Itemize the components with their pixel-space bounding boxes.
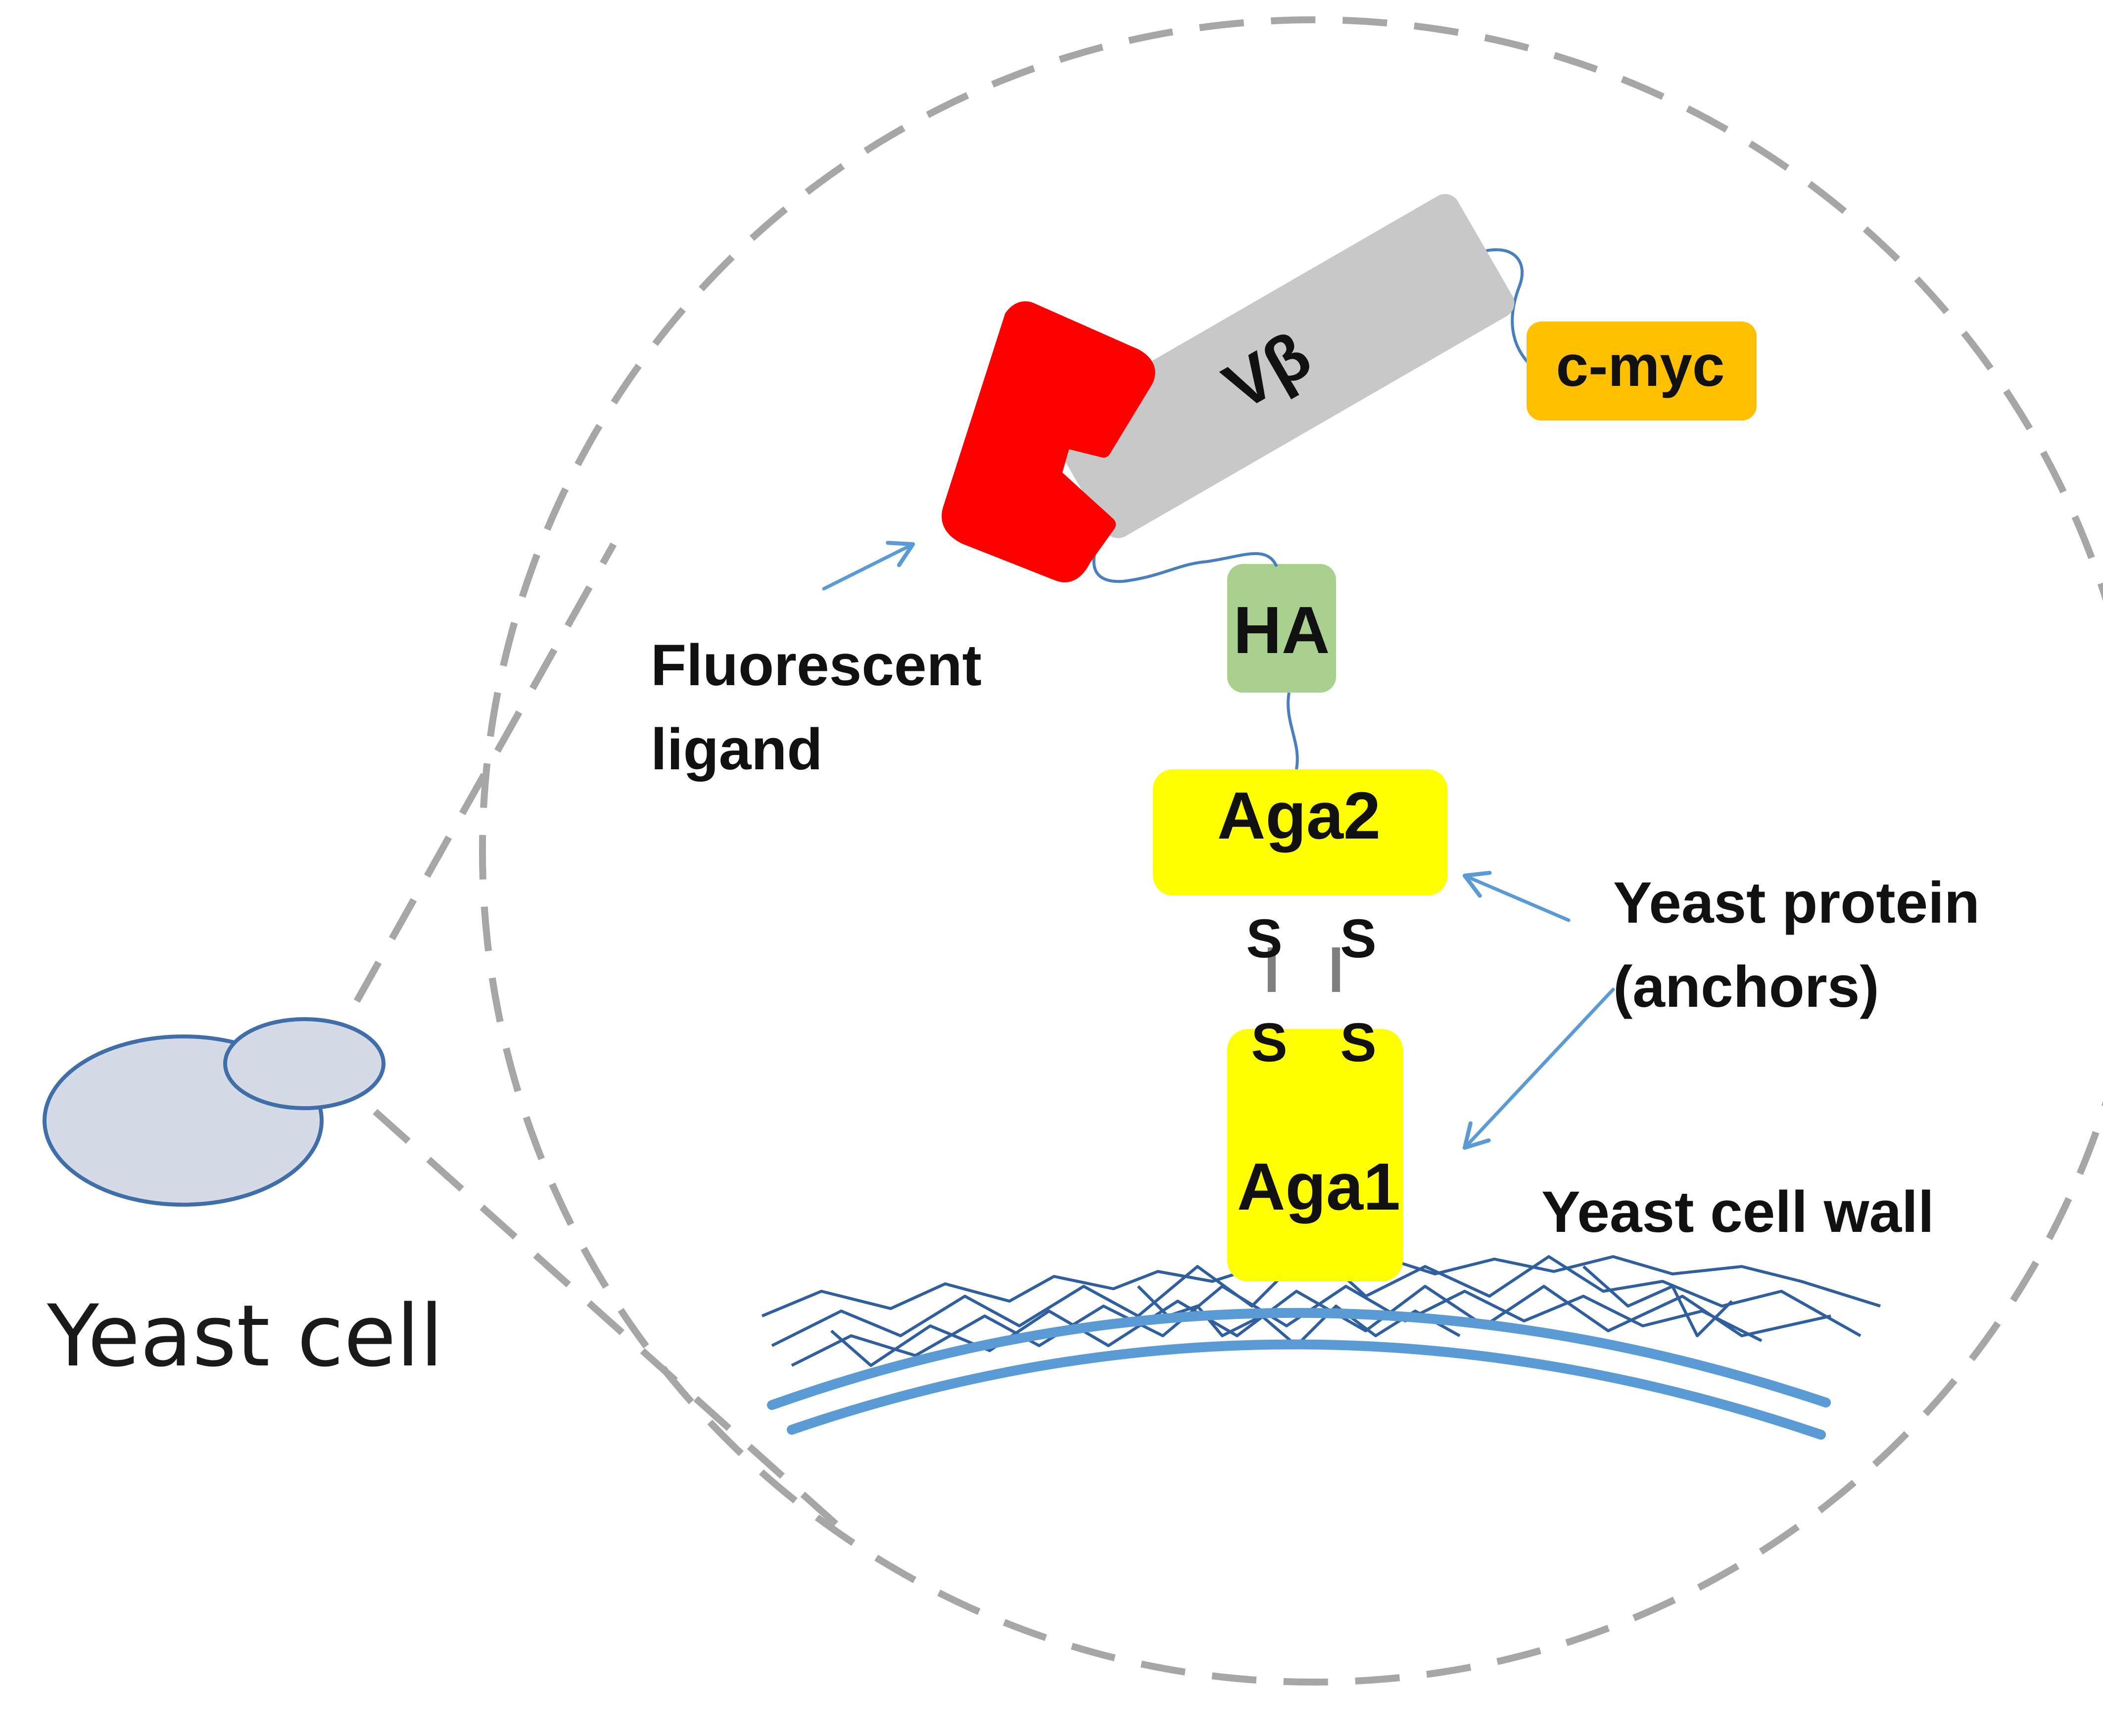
sulfur-aga1-left: S <box>1251 1012 1287 1073</box>
pointer-arrows <box>822 541 1615 1150</box>
ha-label: HA <box>1234 593 1330 667</box>
yeast-cell-icon <box>43 1017 385 1207</box>
cell-wall-fibers <box>761 1245 1881 1367</box>
aga2-label: Aga2 <box>1217 778 1381 853</box>
zoom-callout <box>318 16 2103 1686</box>
zoom-circle <box>479 16 2103 1686</box>
aga2-protein <box>1153 769 1447 895</box>
disulfide-bonds: S S S S <box>1246 908 1376 1073</box>
sulfur-aga1-right: S <box>1340 1012 1376 1073</box>
cell-wall-line-outer <box>767 1308 1831 1410</box>
aga1-protein <box>1227 1029 1403 1281</box>
linker-vbeta-cmyc <box>1479 248 1545 377</box>
v-beta-bar <box>1049 194 1515 538</box>
yeast-cell-bud <box>223 1017 385 1110</box>
arrow-to-aga2 <box>1462 871 1571 922</box>
yeast-protein-label-line1: Yeast protein <box>1613 870 1980 936</box>
sulfur-aga2-right: S <box>1340 908 1376 969</box>
zoom-line-upper <box>318 542 617 1066</box>
c-myc-tag <box>1527 322 1757 421</box>
arrow-to-aga1 <box>1462 987 1615 1150</box>
sulfur-aga2-left: S <box>1246 908 1282 969</box>
arrow-to-ligand <box>822 541 915 591</box>
linker-ha-aga2 <box>1287 692 1299 770</box>
fluorescent-ligand-label-line1: Fluorescent <box>651 633 982 698</box>
linker-vbeta-ha <box>1092 514 1278 583</box>
ha-tag <box>1227 564 1336 693</box>
v-beta-domain: Vβ <box>1049 194 1515 538</box>
fluorescent-ligand-shape <box>942 301 1155 582</box>
yeast-cell-label: Yeast cell <box>47 1286 443 1386</box>
yeast-cell-wall-label: Yeast cell wall <box>1541 1179 1934 1245</box>
cell-wall-line-inner <box>787 1339 1826 1440</box>
yeast-protein-label-line2: (anchors) <box>1613 954 1879 1020</box>
cell-wall-membrane <box>767 1308 1831 1440</box>
zoom-line-lower <box>319 1061 844 1532</box>
aga1-label: Aga1 <box>1237 1149 1400 1224</box>
c-myc-label: c-myc <box>1556 333 1724 399</box>
fluorescent-ligand-label-line2: ligand <box>651 717 822 782</box>
